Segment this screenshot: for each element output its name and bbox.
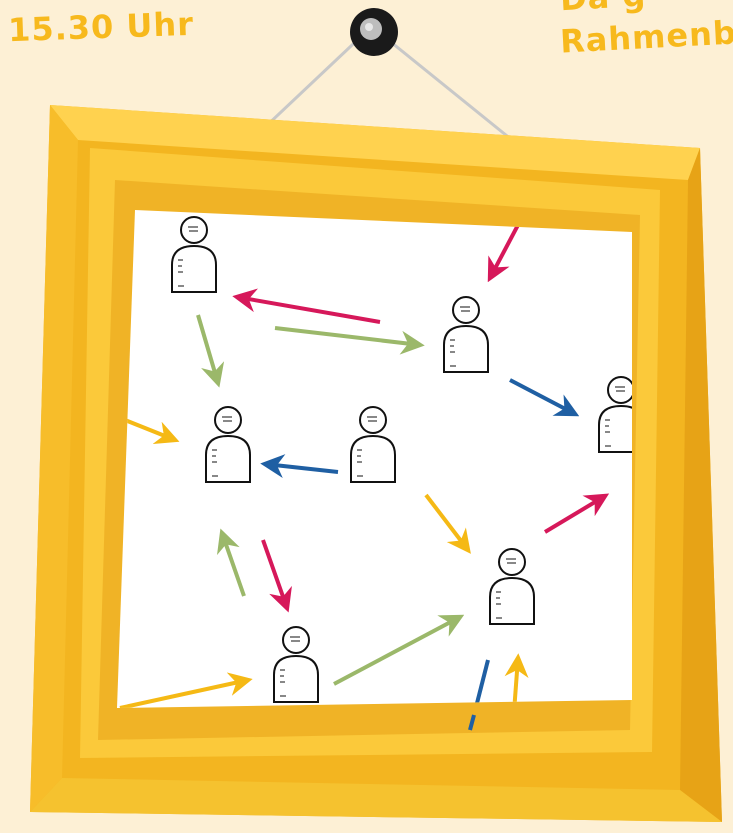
nail-icon (350, 8, 398, 56)
